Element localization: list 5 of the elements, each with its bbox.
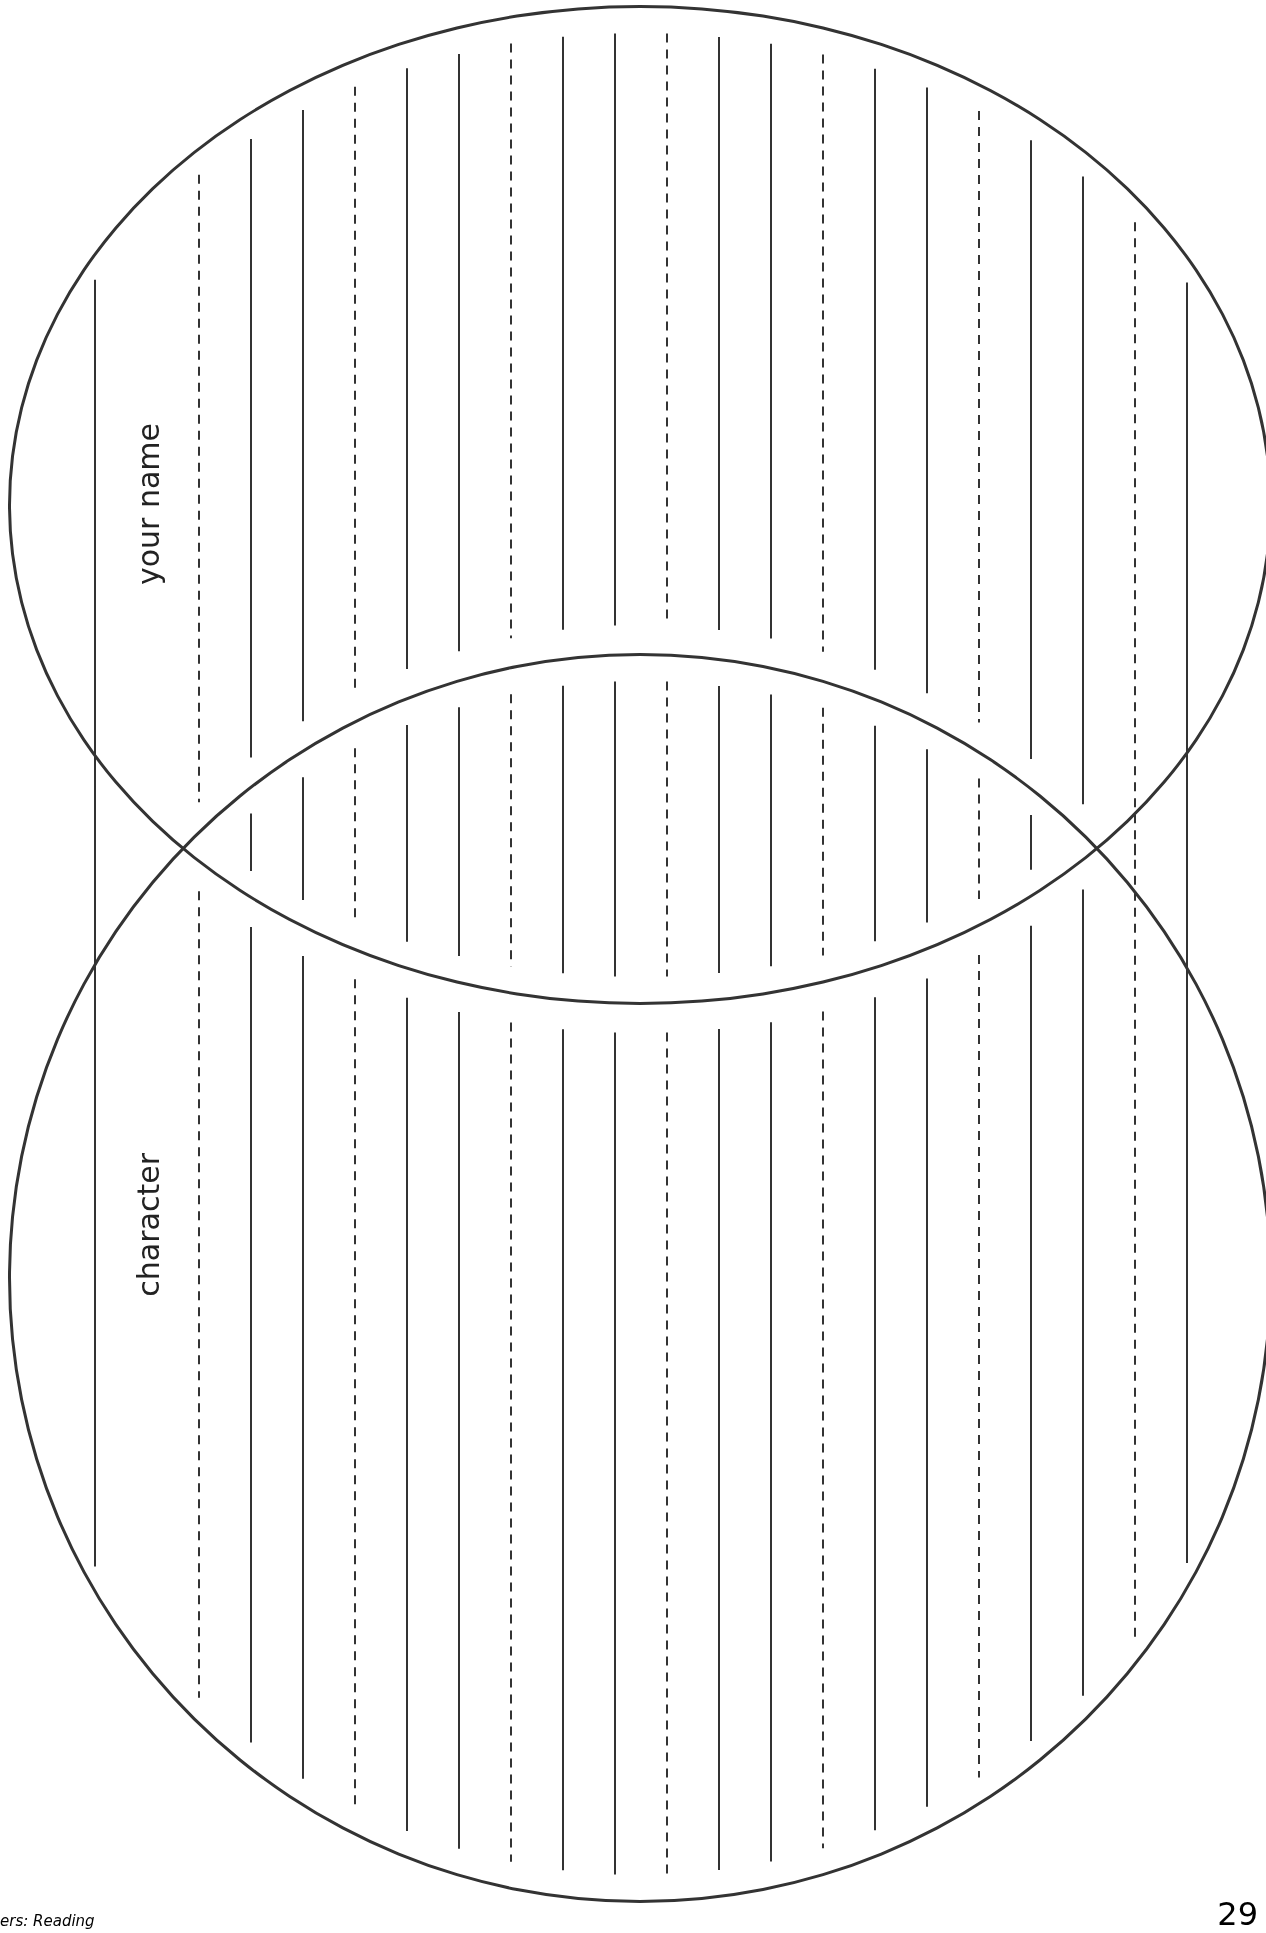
venn-circle: [8, 653, 1266, 1903]
page-number: 29: [1217, 1895, 1258, 1933]
venn-circle: [8, 5, 1266, 1005]
circle-label: character: [131, 1153, 166, 1297]
circle-label: your name: [131, 423, 166, 586]
